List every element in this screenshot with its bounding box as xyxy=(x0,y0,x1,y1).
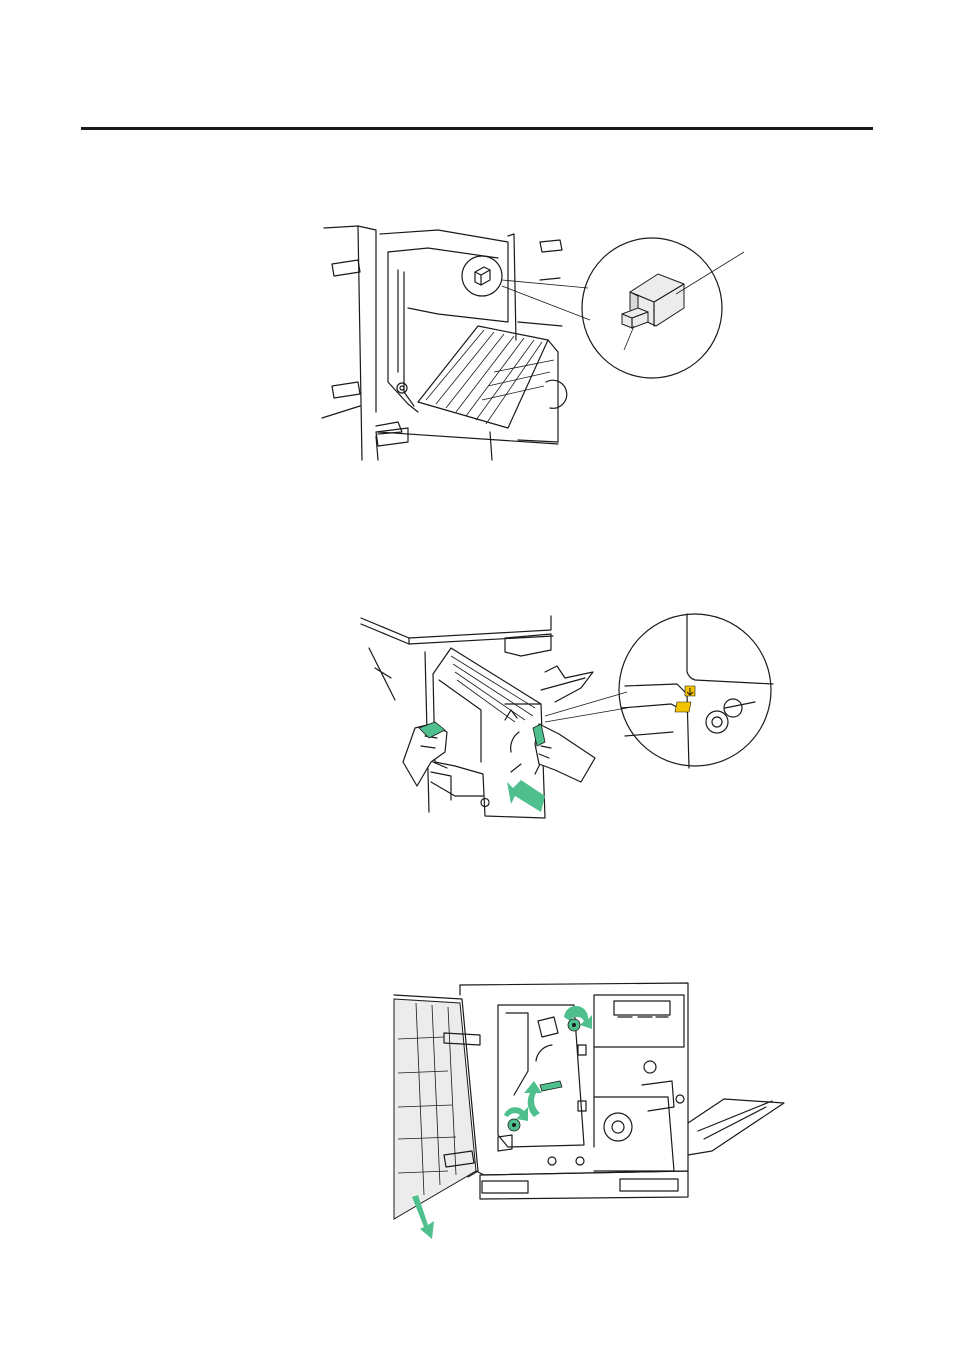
figure-close-cover xyxy=(388,975,800,1243)
figure-lever-detail xyxy=(318,222,758,462)
rotate-arrow xyxy=(504,1107,528,1121)
alignment-label xyxy=(675,702,691,712)
figure-insert-unit xyxy=(355,612,780,824)
lever-part xyxy=(622,274,684,328)
header-rule xyxy=(81,127,873,130)
green-knob xyxy=(540,1081,562,1091)
